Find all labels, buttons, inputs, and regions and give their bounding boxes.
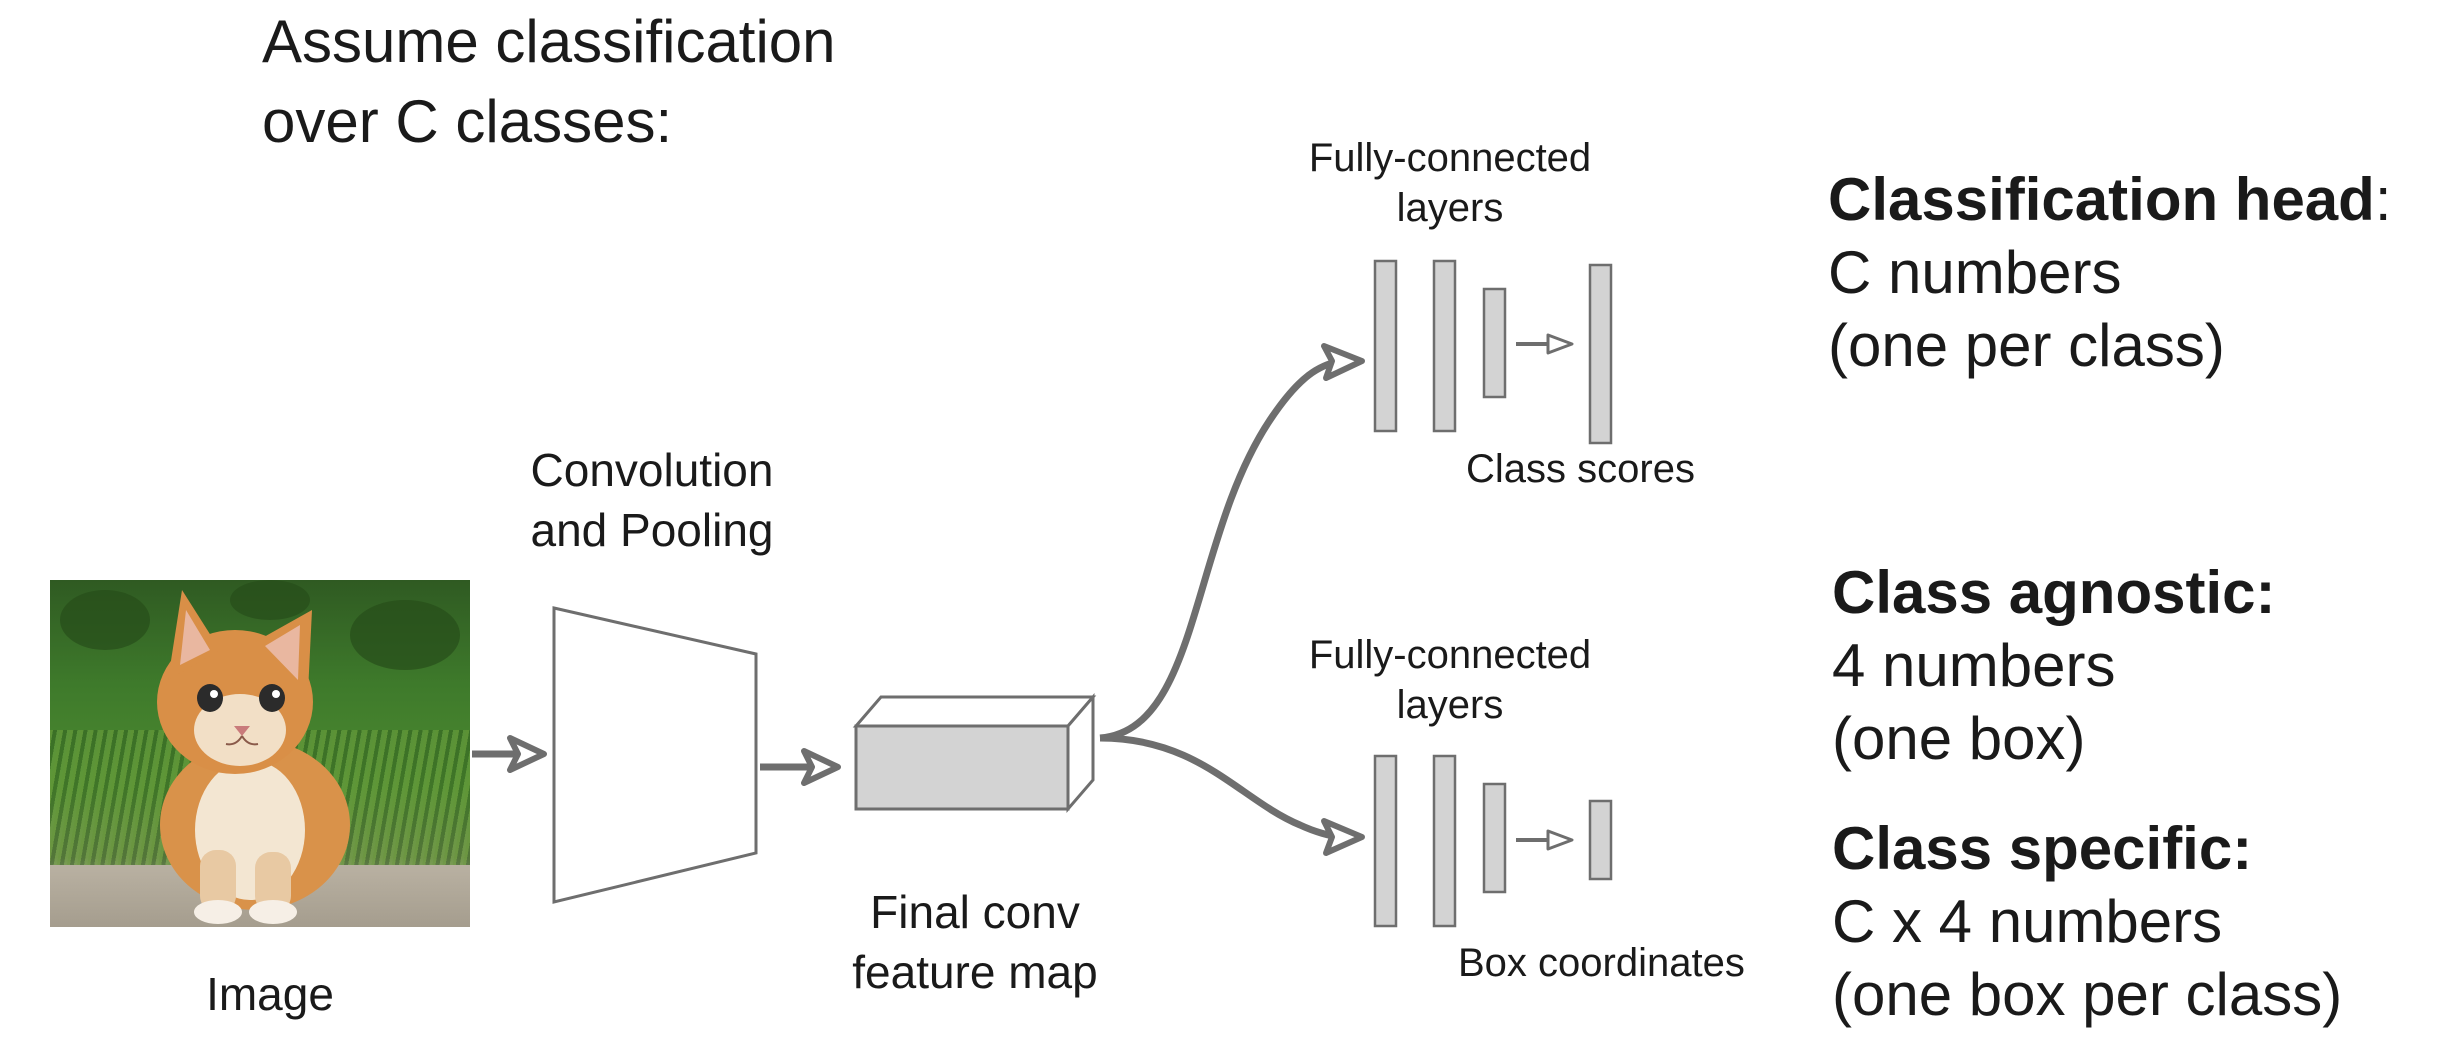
- classification-head-line-1: C numbers: [1828, 239, 2122, 306]
- class-specific-line-2: (one box per class): [1832, 961, 2343, 1028]
- classification-head-text: Classification head: C numbers (one per …: [1828, 163, 2392, 382]
- conv-pooling-block: [552, 606, 758, 904]
- fc-bottom-label: Fully-connected layers: [1290, 630, 1610, 730]
- box-regression-fc-layers: [1373, 754, 1507, 928]
- class-scores-label: Class scores: [1466, 447, 1695, 491]
- conv-label-line-2: and Pooling: [530, 504, 774, 556]
- arrow-image-to-conv: [472, 735, 547, 773]
- class-specific-title: Class specific:: [1832, 815, 2253, 882]
- conv-pooling-label: Convolution and Pooling: [482, 440, 822, 560]
- arrow-to-classification-fc: [1099, 343, 1365, 742]
- fc-bottom-label-line-1: Fully-connected: [1308, 633, 1592, 677]
- class-scores-vector: [1588, 263, 1613, 445]
- final-conv-feature-map-block: [852, 692, 1097, 814]
- final-conv-label: Final conv feature map: [810, 882, 1140, 1002]
- fc-top-label-line-2: layers: [1396, 186, 1504, 230]
- intro-text: Assume classification over C classes:: [262, 2, 836, 162]
- image-label: Image: [206, 968, 334, 1020]
- classification-head-line-2: (one per class): [1828, 312, 2225, 379]
- class-agnostic-title: Class agnostic:: [1832, 559, 2276, 626]
- classification-head-colon: :: [2374, 166, 2392, 233]
- class-specific-text: Class specific: C x 4 numbers (one box p…: [1832, 812, 2342, 1031]
- arrow-to-class-scores: [1516, 333, 1574, 355]
- class-specific-line-1: C x 4 numbers: [1832, 888, 2223, 955]
- conv-label-line-1: Convolution: [530, 444, 774, 496]
- box-coordinates-vector: [1588, 799, 1613, 881]
- classification-fc-layers: [1373, 259, 1507, 433]
- intro-line-1: Assume classification: [262, 8, 836, 75]
- class-agnostic-text: Class agnostic: 4 numbers (one box): [1832, 556, 2275, 775]
- class-agnostic-line-1: 4 numbers: [1832, 632, 2116, 699]
- fc-bottom-label-line-2: layers: [1396, 683, 1504, 727]
- fc-top-label: Fully-connected layers: [1290, 133, 1610, 233]
- final-label-line-1: Final conv: [870, 886, 1080, 938]
- box-coordinates-label: Box coordinates: [1458, 941, 1745, 985]
- final-label-line-2: feature map: [852, 946, 1098, 998]
- arrow-conv-to-featuremap: [760, 748, 841, 786]
- arrow-to-box-coordinates: [1516, 829, 1574, 851]
- classification-head-title: Classification head: [1828, 166, 2375, 233]
- class-agnostic-line-2: (one box): [1832, 705, 2086, 772]
- kitten-image: [50, 580, 470, 927]
- fc-top-label-line-1: Fully-connected: [1308, 136, 1592, 180]
- arrow-to-box-fc: [1099, 734, 1365, 856]
- intro-line-2: over C classes:: [262, 88, 673, 155]
